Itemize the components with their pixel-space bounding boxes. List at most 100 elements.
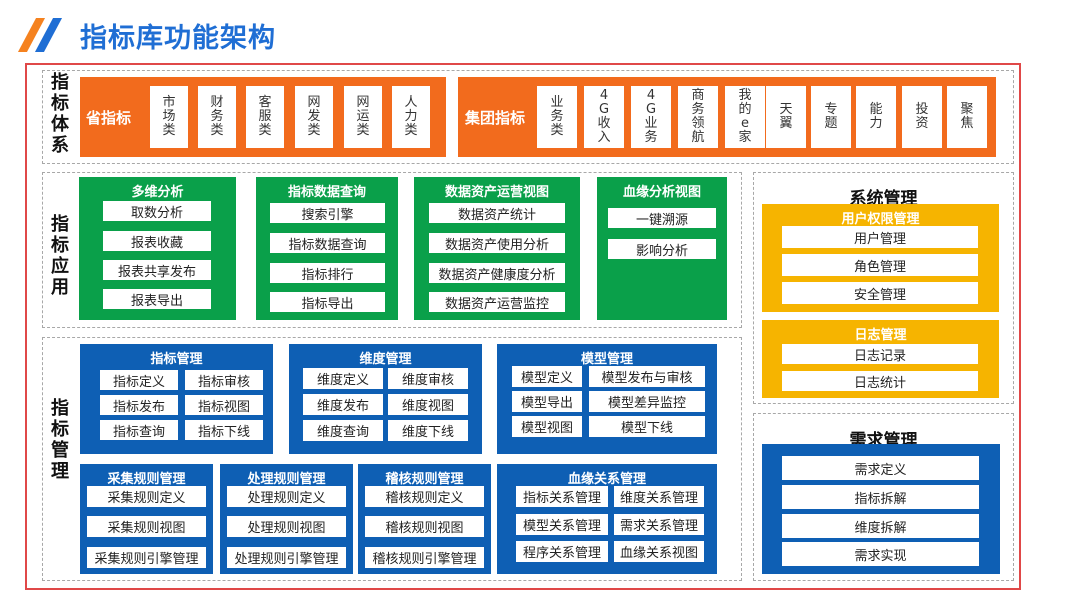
- mgmt-item[interactable]: 稽核规则视图: [365, 516, 484, 537]
- box-title: 处理规则管理: [247, 472, 326, 487]
- system-management-section: [753, 172, 1014, 404]
- indicator-data-query-box: 指标数据查询 搜索引擎 指标数据查询 指标排行 指标导出: [256, 177, 398, 320]
- mgmt-item[interactable]: 维度查询: [303, 420, 383, 441]
- req-item[interactable]: 维度拆解: [782, 514, 979, 538]
- indicator-management-label: 指标管理: [51, 398, 69, 482]
- req-item[interactable]: 需求实现: [782, 542, 979, 566]
- group-indicators-panel: 集团指标 业务类 4G收入 4G业务 商务领航 我的e家 天翼 专题 能力 投资…: [458, 77, 996, 157]
- indicator-application-section: [42, 172, 742, 328]
- audit-rule-mgmt-box: 稽核规则管理 稽核规则定义 稽核规则视图 稽核规则引擎管理: [358, 464, 491, 574]
- sys-item[interactable]: 角色管理: [782, 254, 978, 276]
- mgmt-item[interactable]: 指标发布: [100, 395, 178, 415]
- architecture-frame: [25, 63, 1021, 590]
- mgmt-item[interactable]: 模型下线: [589, 416, 705, 437]
- mgmt-item[interactable]: 维度审核: [388, 368, 468, 389]
- mgmt-item[interactable]: 处理规则引擎管理: [227, 547, 346, 568]
- mgmt-item[interactable]: 采集规则引擎管理: [87, 547, 206, 568]
- group-item: 4G收入: [584, 86, 624, 148]
- req-item[interactable]: 指标拆解: [782, 485, 979, 509]
- mgmt-item[interactable]: 指标定义: [100, 370, 178, 390]
- app-item[interactable]: 取数分析: [103, 201, 211, 221]
- mgmt-item[interactable]: 模型定义: [512, 366, 582, 387]
- mgmt-item[interactable]: 模型视图: [512, 416, 582, 437]
- mgmt-item[interactable]: 模型导出: [512, 391, 582, 412]
- mgmt-item[interactable]: 血缘关系视图: [614, 541, 704, 562]
- mgmt-item[interactable]: 模型差异监控: [589, 391, 705, 412]
- provincial-item: 市场类: [150, 86, 188, 148]
- app-item[interactable]: 影响分析: [608, 239, 716, 259]
- mgmt-item[interactable]: 维度下线: [388, 420, 468, 441]
- mgmt-item[interactable]: 指标查询: [100, 420, 178, 440]
- group-item: 能力: [856, 86, 896, 148]
- sys-item[interactable]: 日志统计: [782, 371, 978, 391]
- app-item[interactable]: 报表共享发布: [103, 260, 211, 280]
- multidim-analysis-box: 多维分析 取数分析 报表收藏 报表共享发布 报表导出: [79, 177, 236, 320]
- sys-item[interactable]: 安全管理: [782, 282, 978, 304]
- app-item[interactable]: 数据资产健康度分析: [429, 263, 565, 283]
- req-item[interactable]: 需求定义: [782, 456, 979, 480]
- mgmt-item[interactable]: 维度视图: [388, 394, 468, 415]
- box-title: 稽核规则管理: [385, 472, 464, 487]
- app-item[interactable]: 数据资产统计: [429, 203, 565, 223]
- sys-item[interactable]: 日志记录: [782, 344, 978, 364]
- box-title: 用户权限管理: [841, 212, 920, 227]
- mgmt-item[interactable]: 模型关系管理: [516, 514, 608, 535]
- mgmt-item[interactable]: 需求关系管理: [614, 514, 704, 535]
- data-asset-ops-view-box: 数据资产运营视图 数据资产统计 数据资产使用分析 数据资产健康度分析 数据资产运…: [414, 177, 580, 320]
- mgmt-item[interactable]: 指标视图: [185, 395, 263, 415]
- mgmt-item[interactable]: 指标关系管理: [516, 486, 608, 507]
- provincial-item: 网运类: [344, 86, 382, 148]
- mgmt-item[interactable]: 采集规则视图: [87, 516, 206, 537]
- app-item[interactable]: 搜索引擎: [270, 203, 385, 223]
- box-title: 指标管理: [150, 352, 203, 367]
- indicator-application-label: 指标应用: [51, 214, 69, 298]
- group-item: 业务类: [537, 86, 577, 148]
- app-item[interactable]: 指标排行: [270, 263, 385, 283]
- model-mgmt-box: 模型管理 模型定义 模型发布与审核 模型导出 模型差异监控 模型视图 模型下线: [497, 344, 717, 454]
- box-title: 模型管理: [580, 352, 633, 367]
- provincial-item: 人力类: [392, 86, 430, 148]
- provincial-indicators-title: 省指标: [86, 109, 132, 127]
- group-item: 聚焦: [947, 86, 987, 148]
- mgmt-item[interactable]: 稽核规则引擎管理: [365, 547, 484, 568]
- app-item[interactable]: 指标导出: [270, 292, 385, 312]
- app-item[interactable]: 数据资产使用分析: [429, 233, 565, 253]
- box-title: 血缘关系管理: [567, 472, 646, 487]
- mgmt-item[interactable]: 维度发布: [303, 394, 383, 415]
- group-item: 专题: [811, 86, 851, 148]
- mgmt-item[interactable]: 处理规则视图: [227, 516, 346, 537]
- app-item[interactable]: 报表收藏: [103, 231, 211, 251]
- group-indicators-title: 集团指标: [465, 109, 526, 127]
- indicator-management-section: [42, 337, 742, 581]
- sys-item[interactable]: 用户管理: [782, 226, 978, 248]
- box-title: 多维分析: [131, 185, 184, 200]
- mgmt-item[interactable]: 处理规则定义: [227, 486, 346, 507]
- collection-rule-mgmt-box: 采集规则管理 采集规则定义 采集规则视图 采集规则引擎管理: [80, 464, 213, 574]
- box-title: 维度管理: [359, 352, 412, 367]
- user-permission-mgmt-box: 用户权限管理 用户管理 角色管理 安全管理: [762, 204, 999, 312]
- mgmt-item[interactable]: 稽核规则定义: [365, 486, 484, 507]
- app-item[interactable]: 数据资产运营监控: [429, 292, 565, 312]
- mgmt-item[interactable]: 模型发布与审核: [589, 366, 705, 387]
- page-title: 指标库功能架构: [80, 23, 276, 54]
- box-title: 采集规则管理: [107, 472, 186, 487]
- provincial-item: 客服类: [246, 86, 284, 148]
- group-item: 我的e家: [725, 86, 765, 148]
- app-item[interactable]: 一键溯源: [608, 208, 716, 228]
- mgmt-item[interactable]: 维度定义: [303, 368, 383, 389]
- requirement-box: 需求定义 指标拆解 维度拆解 需求实现: [762, 444, 1000, 574]
- app-item[interactable]: 指标数据查询: [270, 233, 385, 253]
- app-item[interactable]: 报表导出: [103, 289, 211, 309]
- mgmt-item[interactable]: 指标审核: [185, 370, 263, 390]
- mgmt-item[interactable]: 维度关系管理: [614, 486, 704, 507]
- group-item: 投资: [902, 86, 942, 148]
- provincial-item: 网发类: [295, 86, 333, 148]
- box-title: 血缘分析视图: [622, 185, 701, 200]
- mgmt-item[interactable]: 程序关系管理: [516, 541, 608, 562]
- log-mgmt-box: 日志管理 日志记录 日志统计: [762, 320, 999, 398]
- indicator-system-section: [42, 70, 1014, 164]
- provincial-item: 财务类: [198, 86, 236, 148]
- mgmt-item[interactable]: 采集规则定义: [87, 486, 206, 507]
- mgmt-item[interactable]: 指标下线: [185, 420, 263, 440]
- indicator-system-label: 指标体系: [51, 72, 69, 156]
